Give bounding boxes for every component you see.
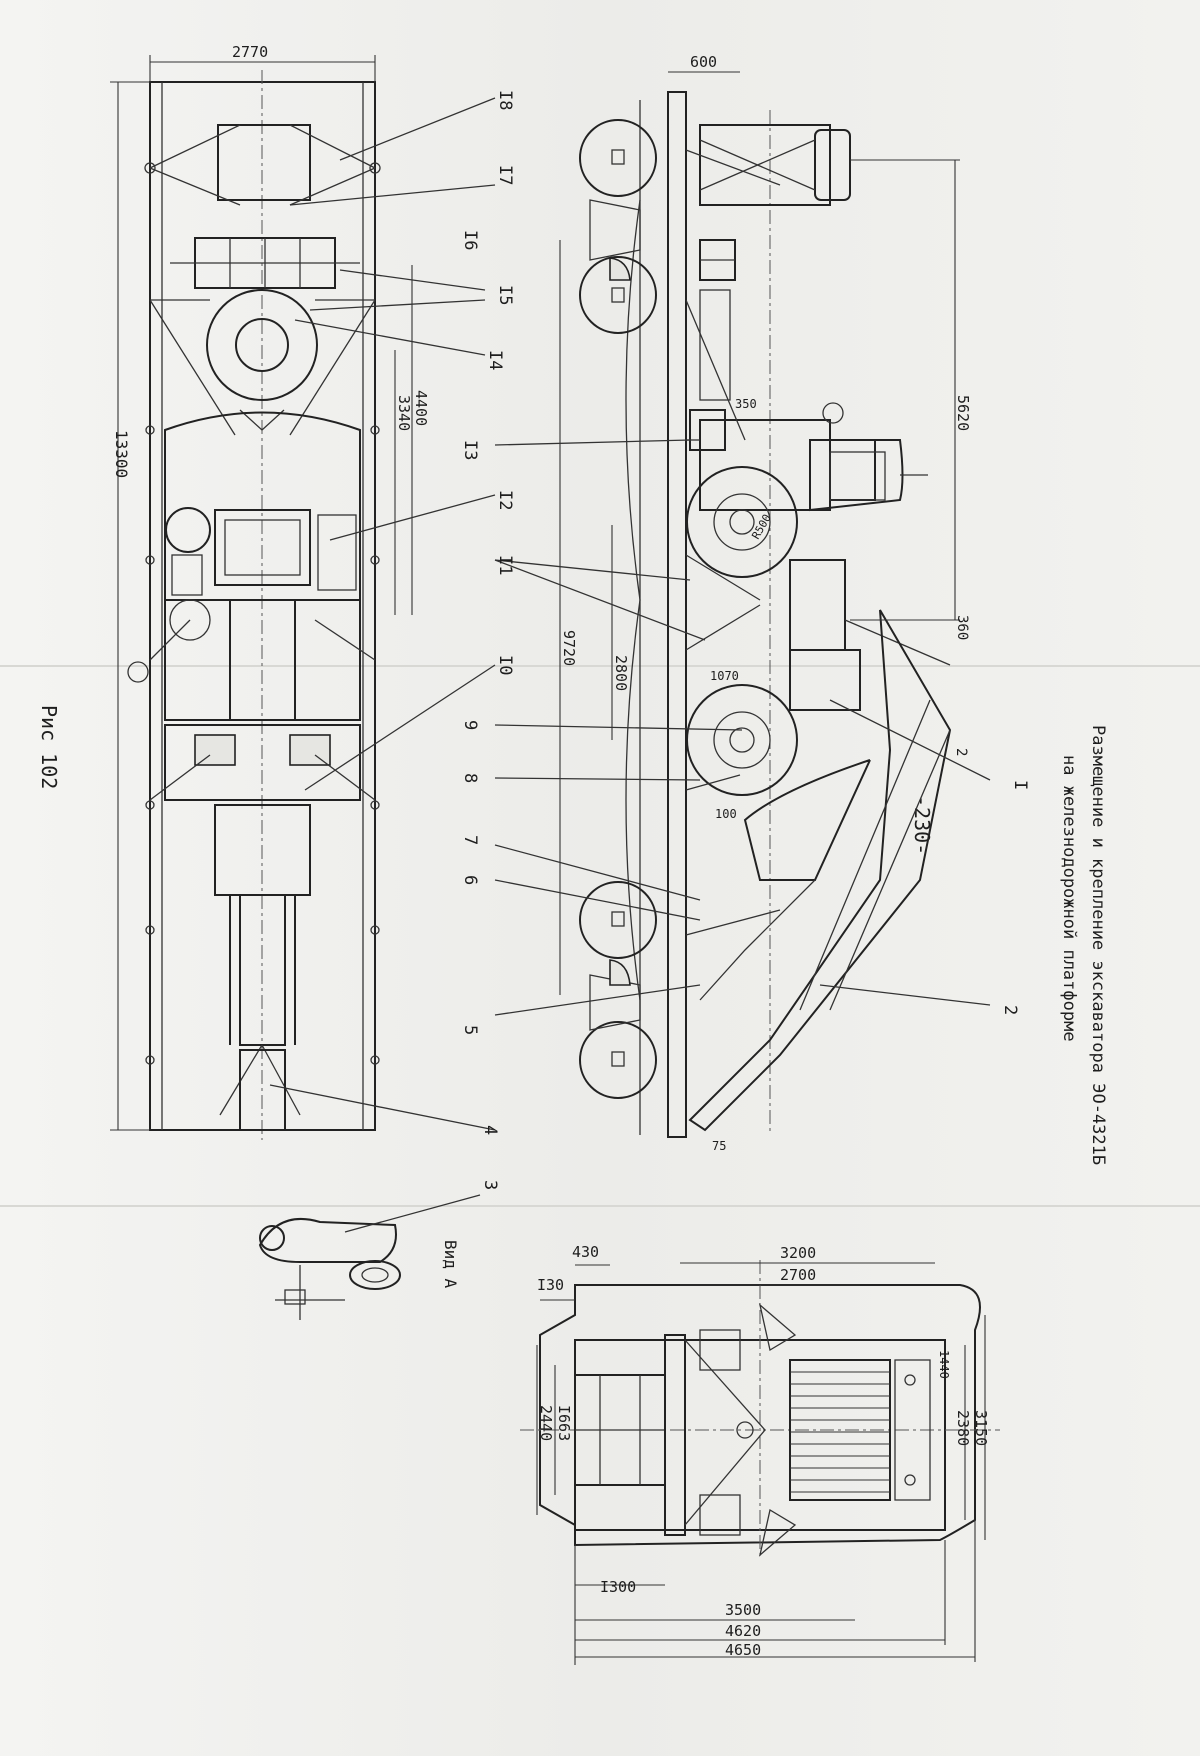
platform-deck-side bbox=[667, 91, 687, 1138]
dim-end-430: 430 bbox=[572, 1243, 599, 1261]
dim-side-2800: 2800 bbox=[612, 655, 630, 691]
callout-labels: I 2 3 4 5 6 7 8 9 I0 I1 I2 I3 I4 I5 I6 I… bbox=[460, 90, 1030, 1190]
callout-3: 3 bbox=[480, 1180, 500, 1190]
machine-body-plan bbox=[164, 411, 361, 601]
side-leaders bbox=[494, 439, 991, 1016]
callout-4: 4 bbox=[480, 1125, 500, 1135]
plan-leaders bbox=[269, 97, 496, 1131]
dim-plan-length: 13300 bbox=[112, 430, 131, 478]
fold-line bbox=[0, 665, 1200, 667]
dim-end-1440: 1440 bbox=[937, 1350, 951, 1379]
dim-side-1070: 1070 bbox=[710, 669, 739, 683]
dim-side-100: 100 bbox=[715, 807, 737, 821]
dim-end-3500: 3500 bbox=[725, 1601, 761, 1619]
callout-5: 5 bbox=[460, 1025, 480, 1035]
dim-end-2700: 2700 bbox=[780, 1266, 816, 1284]
dim-side-350: 350 bbox=[735, 397, 757, 411]
dim-side-9720: 9720 bbox=[560, 630, 578, 666]
dim-end-1663: I663 bbox=[555, 1405, 573, 1441]
side-view: R500 600 5620 350 360 9720 bbox=[494, 53, 991, 1153]
dim-side-5620: 5620 bbox=[954, 395, 972, 431]
dim-plan-width: 2770 bbox=[232, 43, 268, 61]
dim-plan-3340: 3340 bbox=[395, 395, 413, 431]
dim-end-4650: 4650 bbox=[725, 1641, 761, 1659]
fold-line bbox=[0, 1205, 1200, 1207]
callout-I4: I4 bbox=[485, 350, 505, 370]
callout-I1: I1 bbox=[495, 555, 515, 575]
dim-end-3200: 3200 bbox=[780, 1244, 816, 1262]
end-view: 430 I30 3200 2700 I663 2440 1440 3150 23… bbox=[520, 1243, 1000, 1665]
figure-caption: Рис 102 bbox=[37, 705, 61, 789]
callout-I3: I3 bbox=[460, 440, 480, 460]
bucket bbox=[743, 759, 871, 881]
radiator-grill bbox=[789, 1359, 891, 1501]
cab-side bbox=[809, 439, 904, 512]
callout-7: 7 bbox=[460, 835, 480, 845]
excavator-wheels: R500 bbox=[686, 466, 798, 796]
side-lashings bbox=[685, 149, 781, 936]
dim-side-360: 360 bbox=[954, 615, 970, 640]
dim-end-130: I30 bbox=[537, 1276, 564, 1294]
dim-side-600: 600 bbox=[690, 53, 717, 71]
dim-end-2440: 2440 bbox=[537, 1405, 555, 1441]
slewing-ring bbox=[206, 289, 318, 401]
callout-I6: I6 bbox=[460, 230, 480, 250]
dim-side-75: 75 bbox=[712, 1139, 726, 1153]
callout-I8: I8 bbox=[495, 90, 515, 110]
figure-title-line-2: на железнодорожной платформе bbox=[1059, 755, 1079, 1042]
view-a-label: Вид А bbox=[441, 1240, 460, 1289]
dim-end-2380: 2380 bbox=[954, 1410, 972, 1446]
callout-I5: I5 bbox=[495, 285, 515, 305]
callout-6: 6 bbox=[460, 875, 480, 885]
dim-plan-4400: 4400 bbox=[412, 390, 430, 426]
bogie-wheels bbox=[579, 119, 657, 1099]
callout-I: I bbox=[1010, 780, 1030, 790]
end-view-outline bbox=[539, 1284, 981, 1547]
dim-end-1300: I300 bbox=[600, 1578, 636, 1596]
callout-I0: I0 bbox=[495, 655, 515, 675]
figure-title-line-1: Размещение и крепление экскаватора ЭО-43… bbox=[1088, 725, 1108, 1165]
callout-2: 2 bbox=[1000, 1005, 1020, 1015]
title-block: -230- 2 Размещение и крепление экскавато… bbox=[37, 705, 1108, 1289]
dim-end-4620: 4620 bbox=[725, 1622, 761, 1640]
callout-9: 9 bbox=[460, 720, 480, 730]
boom-side bbox=[688, 609, 952, 1132]
callout-I2: I2 bbox=[495, 490, 515, 510]
dim-end-3150: 3150 bbox=[972, 1410, 990, 1446]
plan-view: 2770 13300 4400 3340 bbox=[110, 43, 496, 1140]
callout-8: 8 bbox=[460, 773, 480, 783]
view-a-detail bbox=[258, 1194, 481, 1320]
page-mark: 2 bbox=[953, 748, 969, 756]
callout-I7: I7 bbox=[495, 165, 515, 185]
